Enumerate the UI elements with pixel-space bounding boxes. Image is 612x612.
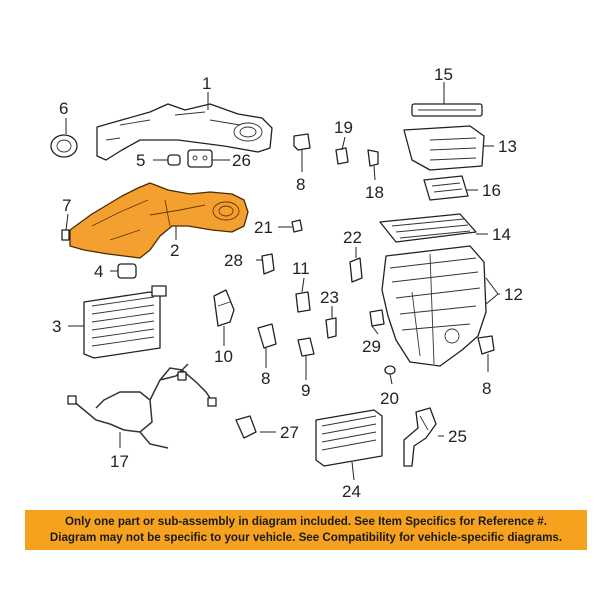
part-28-actuator — [261, 253, 275, 275]
part-2-lower-duct-highlighted — [69, 182, 249, 259]
disclaimer-banner: Only one part or sub-assembly in diagram… — [25, 510, 587, 550]
part-24-heater-core — [315, 409, 383, 467]
part-11-sensor — [295, 291, 311, 313]
part-8-clip-right — [477, 335, 495, 355]
callout-19: 19 — [334, 118, 353, 137]
callout-18: 18 — [365, 183, 384, 202]
callout-8-top: 8 — [296, 175, 305, 194]
part-25-heater-tubes — [403, 407, 437, 467]
part-5-plug — [167, 154, 181, 166]
part-17-wire-harness — [67, 363, 217, 449]
callout-3: 3 — [52, 317, 61, 336]
callout-17: 17 — [110, 452, 129, 471]
callout-10: 10 — [214, 347, 233, 366]
callout-21: 21 — [254, 218, 273, 237]
callout-15: 15 — [434, 65, 453, 84]
callout-25: 25 — [448, 427, 467, 446]
callout-28: 28 — [224, 251, 243, 270]
part-29-clip — [369, 309, 385, 327]
part-18-clip — [367, 149, 379, 167]
callout-27: 27 — [280, 423, 299, 442]
part-12-hvac-case — [381, 245, 487, 367]
part-23-clip — [325, 317, 337, 339]
part-4-seal — [117, 263, 137, 279]
callout-4: 4 — [94, 262, 103, 281]
callout-2: 2 — [170, 241, 179, 260]
part-13-filter-housing — [403, 125, 485, 171]
part-27-connector — [235, 415, 257, 439]
callout-8-right: 8 — [482, 379, 491, 398]
callout-6: 6 — [59, 99, 68, 118]
callout-22: 22 — [343, 228, 362, 247]
part-22-bracket — [349, 257, 363, 283]
callout-26: 26 — [232, 151, 251, 170]
callout-16: 16 — [482, 181, 501, 200]
callout-8-middle: 8 — [261, 369, 270, 388]
part-16-filter — [423, 175, 469, 201]
part-9-clip — [297, 337, 315, 357]
part-15-seal-strip — [411, 103, 483, 117]
part-14-screen — [379, 213, 477, 243]
callout-29: 29 — [362, 337, 381, 356]
callout-24: 24 — [342, 482, 361, 501]
part-6-cap — [50, 134, 78, 158]
callout-12: 12 — [504, 285, 523, 304]
callout-5: 5 — [136, 151, 145, 170]
part-19-clip — [335, 147, 349, 165]
callout-1: 1 — [202, 74, 211, 93]
callout-11: 11 — [292, 259, 310, 278]
part-20-fastener — [384, 365, 396, 375]
part-8-clip-top — [293, 133, 311, 151]
part-8-clip-middle — [257, 323, 277, 349]
callout-14: 14 — [492, 225, 511, 244]
part-3-evaporator-core — [83, 285, 167, 359]
disclaimer-line-2: Diagram may not be specific to your vehi… — [49, 531, 563, 544]
callout-7: 7 — [62, 196, 71, 215]
callout-labels: 1 6 5 26 7 2 4 3 8 19 18 21 22 28 11 23 … — [52, 65, 523, 501]
part-21-screw — [291, 219, 303, 233]
part-10-actuator — [213, 289, 235, 327]
callout-9: 9 — [301, 381, 310, 400]
part-26-bracket — [187, 149, 213, 168]
part-1-upper-duct — [96, 103, 273, 161]
callout-13: 13 — [498, 137, 517, 156]
leader-lines — [65, 82, 500, 481]
callout-23: 23 — [320, 288, 339, 307]
callout-20: 20 — [380, 389, 399, 408]
disclaimer-line-1: Only one part or sub-assembly in diagram… — [65, 515, 547, 528]
part-7-fastener — [61, 229, 70, 241]
